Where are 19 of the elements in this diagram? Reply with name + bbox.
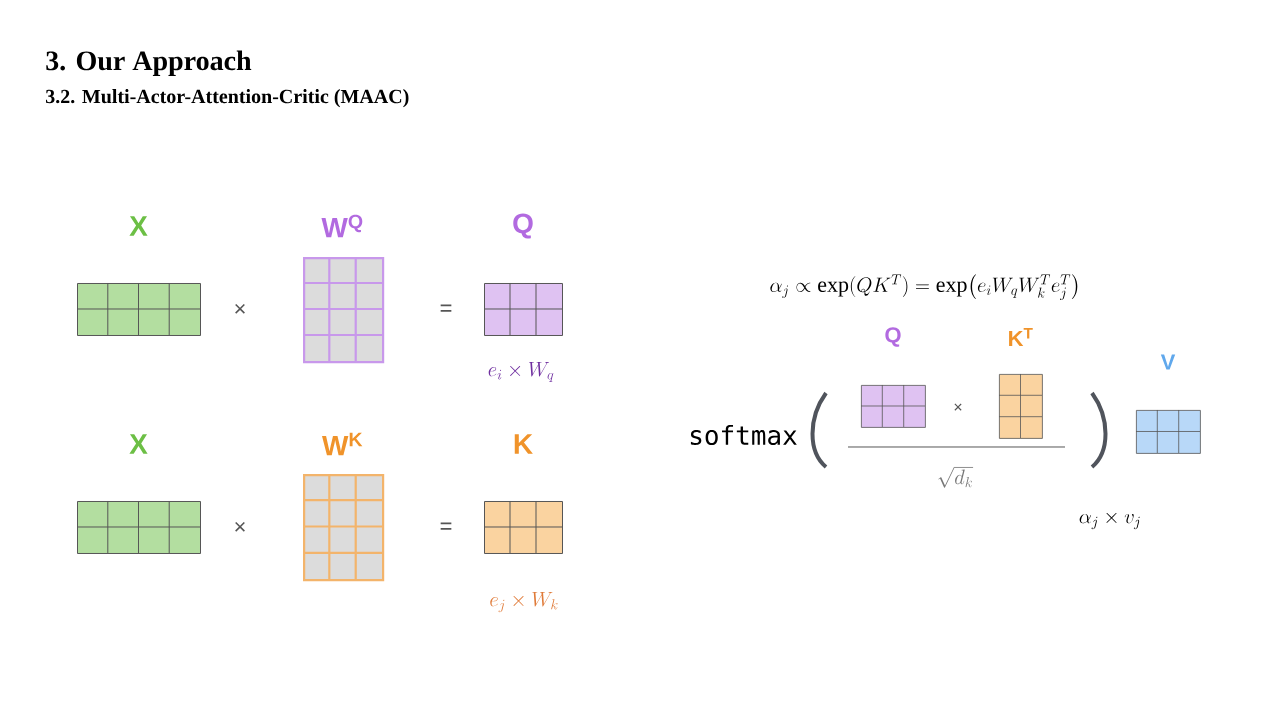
- subtitle: 3.2. Multi-Actor-Attention-Critic (MAAC): [45, 89, 409, 108]
- formula: $\sqrt{d_k}$: [938, 467, 974, 488]
- matrix-label: X: [129, 216, 148, 236]
- times-sign: ×: [235, 303, 245, 314]
- matrix-label: Q: [885, 327, 901, 347]
- matrix-label: K: [514, 434, 533, 454]
- matrix-label: W$^{K}$: [322, 432, 363, 456]
- matrix-label: K$^{T}$: [1009, 327, 1033, 347]
- matrix-label: Q: [513, 213, 533, 239]
- formula: $\alpha_j \times v_j$: [1079, 512, 1140, 530]
- times-sign: ×: [954, 403, 962, 411]
- formula: $\alpha_j \propto \exp(QK^T) = \exp\bigl(e_i W_q W_k^T e_j^T\bigr)$: [770, 274, 1078, 300]
- equals-sign: =: [440, 522, 452, 530]
- matrix-label: W$^{Q}$: [321, 214, 363, 238]
- equals-sign: =: [440, 304, 452, 312]
- matrix-label: X: [129, 434, 148, 454]
- matrix-label: V: [1160, 354, 1176, 370]
- slide-title: 3. Our Approach: [46, 50, 252, 76]
- times-sign: ×: [235, 521, 245, 532]
